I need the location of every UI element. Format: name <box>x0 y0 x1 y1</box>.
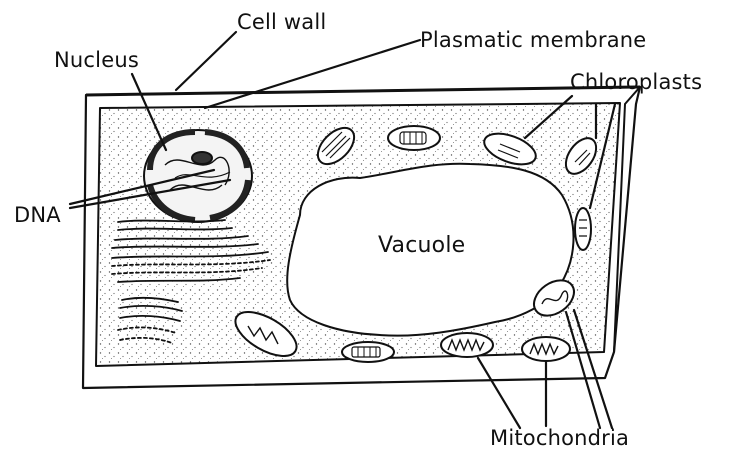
label-nucleus: Nucleus <box>54 50 139 71</box>
label-plasmatic-membrane: Plasmatic membrane <box>420 30 646 51</box>
chloroplast <box>575 208 591 250</box>
label-vacuole: Vacuole <box>378 235 465 257</box>
label-chloroplasts: Chloroplasts <box>570 72 702 93</box>
label-cell-wall: Cell wall <box>237 12 326 33</box>
mitochondrion <box>522 337 570 361</box>
mitochondrion <box>441 333 493 357</box>
label-dna: DNA <box>14 205 61 226</box>
nucleus-shape <box>144 130 252 222</box>
chloroplast <box>388 126 440 150</box>
chloroplast <box>342 342 394 362</box>
label-mitochondria: Mitochondria <box>490 428 629 449</box>
